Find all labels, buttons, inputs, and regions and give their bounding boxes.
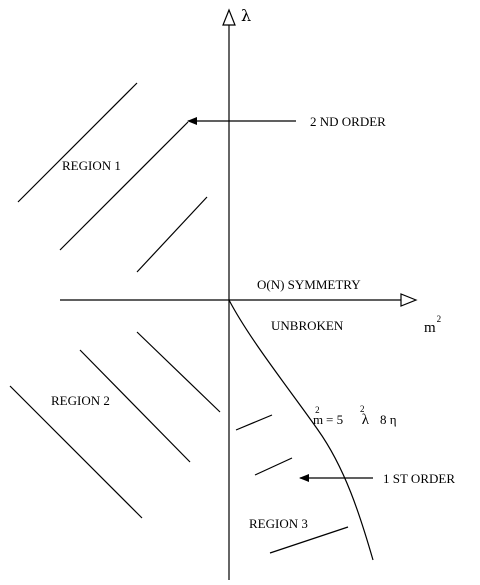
curve-equation: m2 = 5 λ2 8 η xyxy=(313,404,397,428)
y-axis-label: λ xyxy=(241,6,251,25)
region1-hatching xyxy=(17,82,208,273)
equation-coefficient: = 5 xyxy=(326,412,343,427)
x-axis-label: m2 xyxy=(424,314,441,336)
x-axis-label-exponent: 2 xyxy=(437,314,442,324)
region3-label: REGION 3 xyxy=(249,516,308,531)
region3-hatching xyxy=(235,414,349,554)
second-order-label: 2 ND ORDER xyxy=(310,114,386,129)
first-order-curve xyxy=(228,299,374,561)
region2-label: REGION 2 xyxy=(51,393,110,408)
equation-tail: 8 η xyxy=(380,412,397,427)
first-order-label: 1 ST ORDER xyxy=(383,471,455,486)
equation-lambda: λ2 xyxy=(360,404,370,428)
x-axis-arrowhead xyxy=(400,293,418,307)
region1-label: REGION 1 xyxy=(62,158,121,173)
y-axis-arrowhead xyxy=(222,8,236,26)
symmetry-label: O(N) SYMMETRY xyxy=(257,277,361,292)
equation-lhs: m2 xyxy=(313,405,323,427)
unbroken-label: UNBROKEN xyxy=(271,318,344,333)
region2-hatching xyxy=(9,331,221,519)
